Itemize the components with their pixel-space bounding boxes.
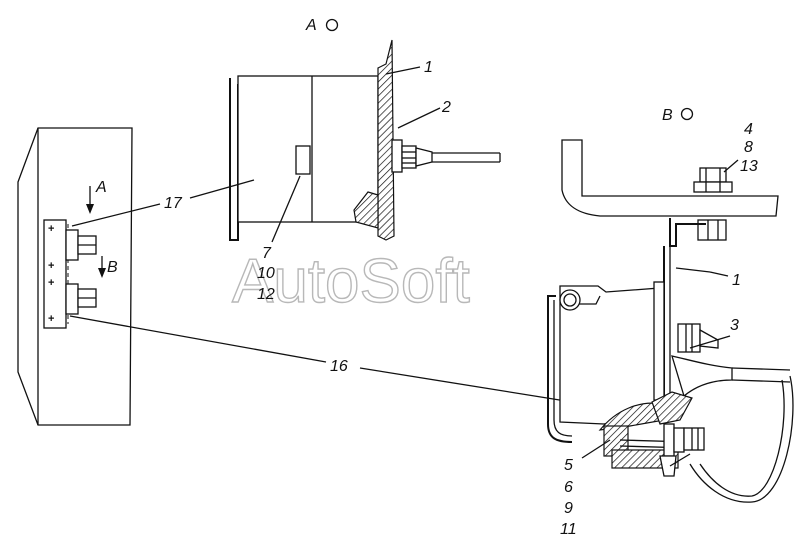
callout-7: 7 — [262, 245, 272, 262]
callout-3: 3 — [730, 317, 739, 334]
terminal-sign-1: + — [48, 223, 54, 235]
callout-17: 17 — [164, 195, 183, 212]
view-b-title: B — [662, 107, 673, 124]
callout-8: 8 — [744, 139, 753, 156]
view-a: A 1 2 7 10 12 17 — [71, 17, 501, 303]
callout-16: 16 — [330, 358, 348, 375]
callout-1-view-a: 1 — [424, 59, 433, 76]
view-b-rotation-icon — [680, 107, 694, 121]
callout-4: 4 — [744, 121, 753, 138]
callout-10: 10 — [257, 265, 275, 282]
terminal-sign-3: + — [48, 277, 54, 289]
terminal-nut — [683, 427, 705, 451]
callout-5: 5 — [564, 457, 573, 474]
callout-11: 11 — [560, 521, 577, 538]
terminal-block — [43, 219, 67, 329]
view-arrow-a-label: A — [95, 179, 107, 196]
callout-1-view-b: 1 — [732, 272, 741, 289]
view-a-rotation-icon — [325, 18, 339, 32]
callout-2: 2 — [441, 99, 451, 116]
frame-panel: + + + + A B — [17, 127, 133, 426]
view-a-title: A — [305, 17, 317, 34]
view-arrow-b-label: B — [107, 259, 118, 276]
view-a-plate — [377, 39, 395, 241]
watermark-text: AutoSoft — [232, 247, 470, 316]
callout-9: 9 — [564, 500, 573, 517]
callout-12: 12 — [257, 286, 275, 303]
view-a-bolt — [295, 145, 311, 175]
terminal-sign-4: + — [48, 313, 54, 325]
view-b-mount-eye — [559, 289, 581, 311]
view-b: B 4 8 13 1 — [547, 107, 794, 538]
frame-bracket — [561, 139, 779, 217]
horn-nut — [677, 323, 701, 353]
callout-13: 13 — [740, 158, 758, 175]
callout-6: 6 — [564, 479, 573, 496]
terminal-sign-2: + — [48, 260, 54, 272]
